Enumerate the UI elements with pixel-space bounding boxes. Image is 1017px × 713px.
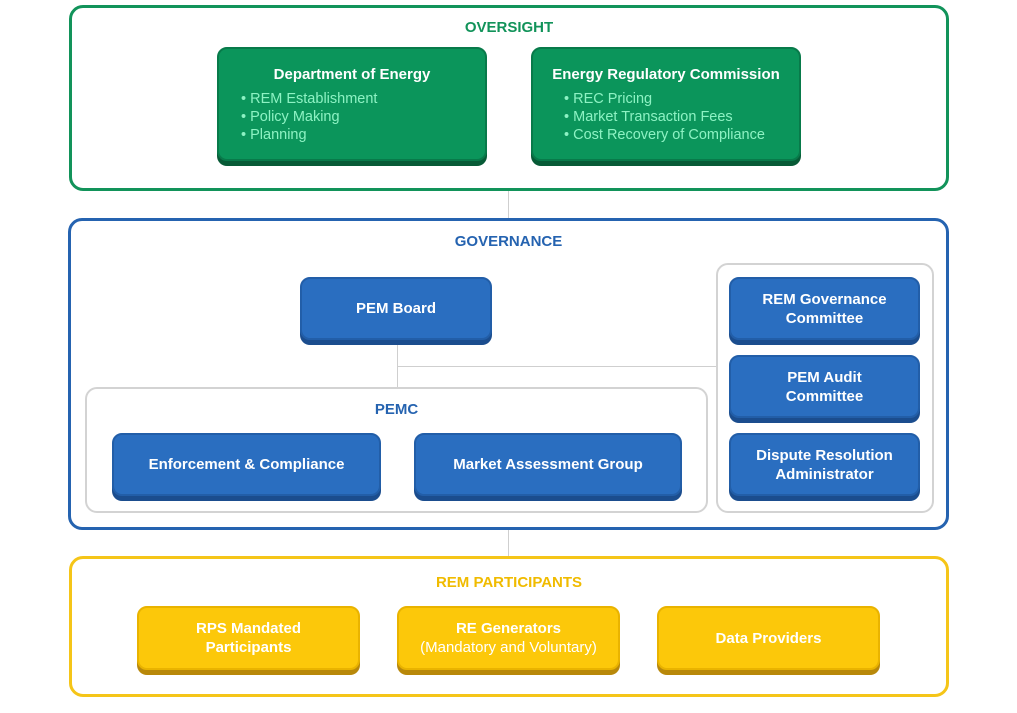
erc-item: Market Transaction Fees [564, 108, 765, 126]
pem-board-box: PEM Board [300, 277, 492, 340]
participant-label-line1: Data Providers [715, 629, 822, 647]
energy-regulatory-commission-box: Energy Regulatory Commission REC Pricing… [531, 47, 801, 161]
pem-audit-committee-box: PEM Audit Committee [729, 355, 920, 418]
erc-item: Cost Recovery of Compliance [564, 126, 765, 144]
re-generators-box: RE Generators (Mandatory and Voluntary) [397, 606, 620, 670]
department-of-energy-box: Department of Energy REM Establishment P… [217, 47, 487, 161]
participant-label-line1: RPS Mandated [195, 620, 301, 637]
doe-item: REM Establishment [241, 90, 377, 108]
participant-label-line2: (Mandatory and Voluntary) [420, 639, 597, 656]
participant-label-line2: Participants [205, 639, 292, 656]
department-of-energy-list: REM Establishment Policy Making Planning [241, 90, 377, 144]
department-of-energy-title: Department of Energy [273, 66, 431, 83]
rem-governance-committee-box: REM Governance Committee [729, 277, 920, 340]
participant-label-line1: RE Generators [455, 620, 562, 637]
market-assessment-group-box: Market Assessment Group [414, 433, 682, 496]
market-assessment-group-label: Market Assessment Group [453, 456, 643, 473]
committee-label-line2: Committee [785, 309, 864, 327]
committee-label-line2: Committee [785, 387, 864, 405]
pem-board-label: PEM Board [355, 300, 436, 317]
oversight-title: OVERSIGHT [464, 19, 554, 36]
connector-board-committees [397, 366, 717, 367]
enforcement-compliance-label: Enforcement & Compliance [148, 456, 345, 473]
erc-item: REC Pricing [564, 90, 765, 108]
rps-mandated-participants-box: RPS Mandated Participants [137, 606, 360, 670]
committee-label-line1: Dispute Resolution [756, 446, 893, 464]
governance-title: GOVERNANCE [454, 233, 563, 250]
participants-title: REM PARTICIPANTS [435, 574, 583, 591]
committee-label-line1: PEM Audit [787, 368, 862, 386]
committee-label-line1: REM Governance [762, 290, 887, 308]
oversight-section: OVERSIGHT [69, 5, 949, 191]
data-providers-box: Data Providers [657, 606, 880, 670]
connector-governance-participants [508, 529, 509, 557]
enforcement-compliance-box: Enforcement & Compliance [112, 433, 381, 496]
dispute-resolution-administrator-box: Dispute Resolution Administrator [729, 433, 920, 496]
doe-item: Policy Making [241, 108, 377, 126]
energy-regulatory-commission-title: Energy Regulatory Commission [552, 66, 780, 83]
pemc-title: PEMC [374, 401, 419, 418]
committee-label-line2: Administrator [775, 465, 874, 483]
connector-oversight-governance [508, 190, 509, 219]
doe-item: Planning [241, 126, 377, 144]
energy-regulatory-commission-list: REC Pricing Market Transaction Fees Cost… [564, 90, 765, 144]
